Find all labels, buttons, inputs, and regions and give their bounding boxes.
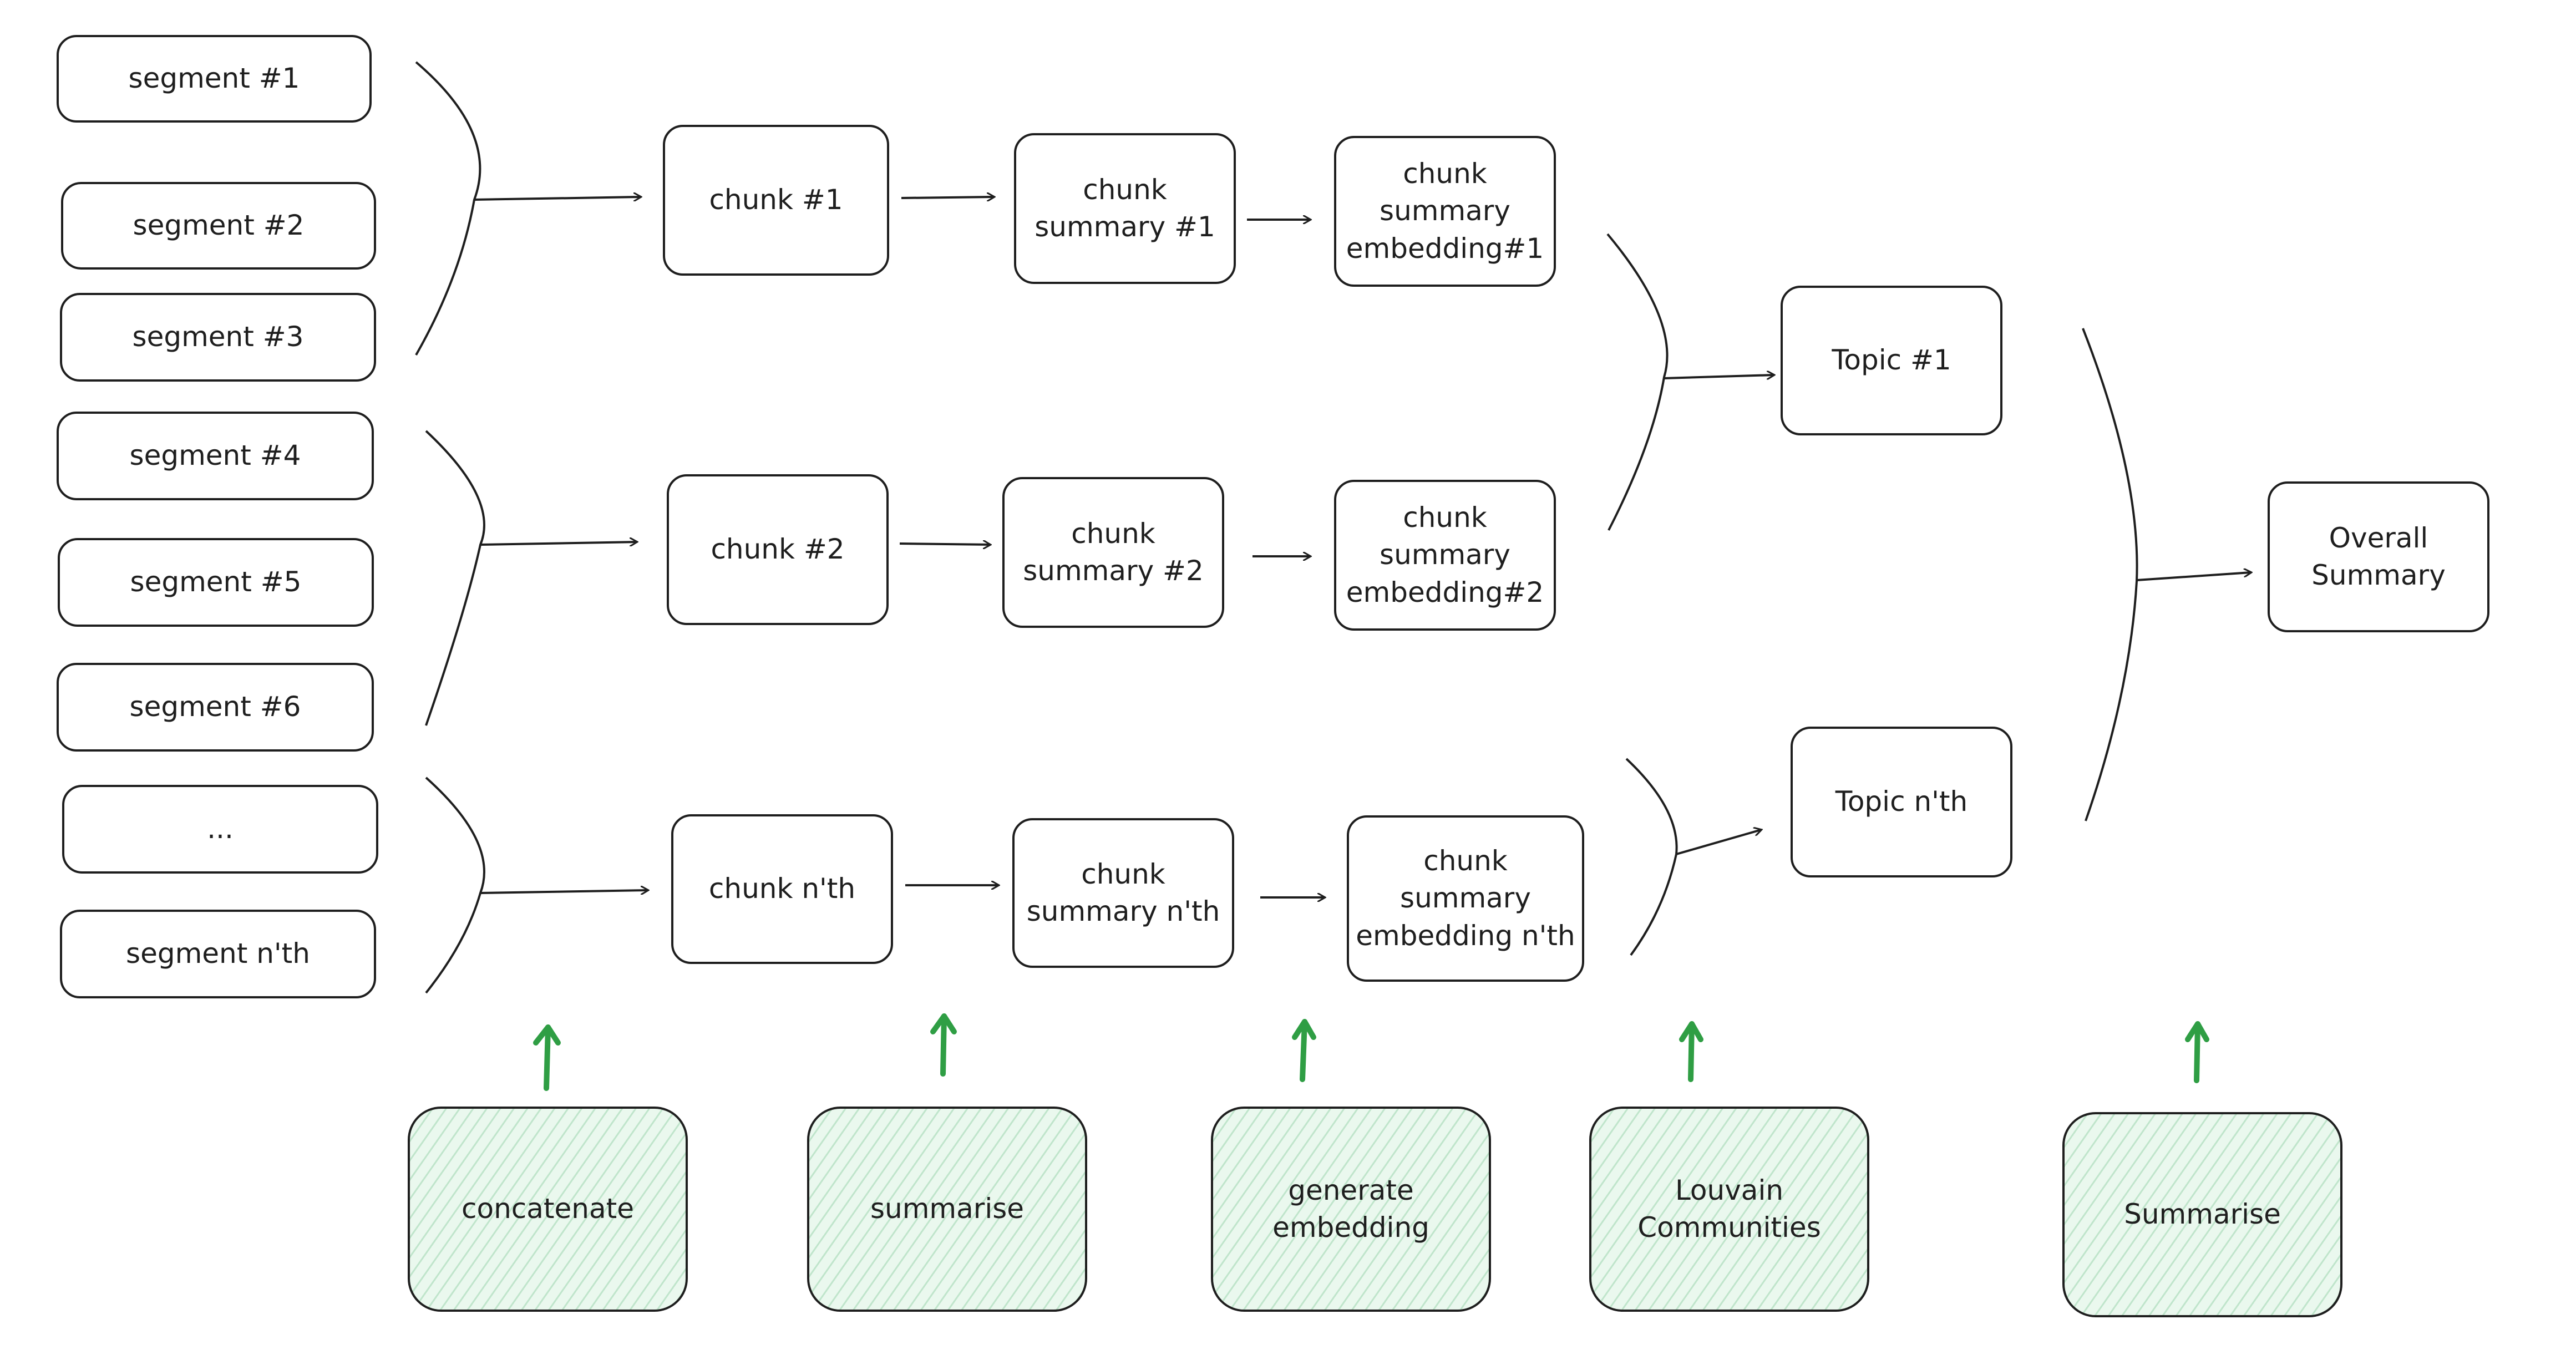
op-summarise-overall-label: Summarise xyxy=(2124,1198,2281,1231)
chunk-label: chunk #1 xyxy=(709,184,843,216)
segment-box: segment #4 xyxy=(57,412,374,500)
segment-label: segment #3 xyxy=(132,321,304,353)
segment-label: segment n'th xyxy=(126,937,310,970)
segment-box: segment #1 xyxy=(57,35,372,123)
op-summarise-label: summarise xyxy=(870,1193,1025,1225)
segment-box: segment #3 xyxy=(60,293,376,382)
embedding-label: chunk summary embedding#1 xyxy=(1346,157,1544,265)
op-summarise-overall-box: Summarise xyxy=(2062,1112,2342,1317)
topic-box: Topic #1 xyxy=(1781,286,2002,435)
op-arrow-concatenate xyxy=(533,1024,561,1091)
brace-segments-2 xyxy=(425,430,485,726)
chunk-summary-label: chunk summary n'th xyxy=(1026,857,1220,928)
op-arrow-summarise xyxy=(930,1013,957,1077)
chunk-box: chunk #2 xyxy=(667,474,889,625)
segment-box: segment #2 xyxy=(61,182,376,270)
op-arrow-louvain xyxy=(1679,1021,1703,1082)
arrow-chunk-summary-2 xyxy=(899,544,990,545)
arrow-to-chunk-3 xyxy=(480,890,648,893)
op-louvain-box: Louvain Communities xyxy=(1589,1107,1869,1312)
op-generate-embedding-box: generate embedding xyxy=(1211,1107,1491,1312)
chunk-label: chunk #2 xyxy=(711,533,845,566)
arrow-to-chunk-1 xyxy=(474,197,641,200)
op-arrow-summarise-overall xyxy=(2185,1021,2209,1083)
embedding-box: chunk summary embedding#1 xyxy=(1334,136,1556,287)
topic-label: Topic n'th xyxy=(1835,785,1968,818)
op-generate-embedding-label: generate embedding xyxy=(1272,1174,1429,1244)
topic-label: Topic #1 xyxy=(1832,344,1951,377)
arrow-to-chunk-2 xyxy=(480,542,637,545)
embedding-label: chunk summary embedding n'th xyxy=(1356,844,1575,952)
segment-label: ... xyxy=(207,813,234,845)
chunk-box: chunk #1 xyxy=(663,125,889,276)
segment-label: segment #5 xyxy=(130,566,302,598)
segment-label: segment #2 xyxy=(133,209,305,242)
overall-summary-label: Overall Summary xyxy=(2311,521,2446,592)
segment-box: segment n'th xyxy=(60,910,376,998)
op-concatenate-box: concatenate xyxy=(408,1107,688,1312)
chunk-box: chunk n'th xyxy=(671,814,893,964)
arrow-to-overall xyxy=(2136,572,2251,581)
chunk-label: chunk n'th xyxy=(708,872,856,905)
overall-summary-box: Overall Summary xyxy=(2268,481,2489,632)
op-arrow-generate-embedding xyxy=(1292,1019,1316,1082)
op-louvain-label: Louvain Communities xyxy=(1637,1174,1821,1244)
brace-segments-1 xyxy=(415,61,481,356)
embedding-box: chunk summary embedding n'th xyxy=(1347,815,1584,982)
segment-label: segment #4 xyxy=(129,439,301,472)
embedding-label: chunk summary embedding#2 xyxy=(1346,501,1544,608)
chunk-summary-box: chunk summary n'th xyxy=(1012,818,1234,968)
chunk-summary-box: chunk summary #2 xyxy=(1002,477,1224,628)
brace-topic-1 xyxy=(1606,233,1669,531)
embedding-box: chunk summary embedding#2 xyxy=(1334,480,1556,631)
segment-box: segment #5 xyxy=(58,538,374,627)
arrow-to-topic-1 xyxy=(1664,375,1774,378)
arrow-to-topic-n xyxy=(1676,830,1761,855)
brace-overall xyxy=(2082,328,2138,821)
brace-segments-3 xyxy=(425,777,485,994)
segment-label: segment #6 xyxy=(129,691,301,723)
chunk-summary-label: chunk summary #1 xyxy=(1035,173,1215,243)
op-summarise-box: summarise xyxy=(807,1107,1087,1312)
arrow-chunk-summary-1 xyxy=(901,197,994,198)
topic-box: Topic n'th xyxy=(1791,727,2012,877)
op-concatenate-label: concatenate xyxy=(462,1193,634,1225)
segment-box: ... xyxy=(62,785,378,874)
segment-label: segment #1 xyxy=(128,62,300,95)
chunk-summary-label: chunk summary #2 xyxy=(1023,517,1204,587)
segment-box: segment #6 xyxy=(57,663,374,752)
chunk-summary-box: chunk summary #1 xyxy=(1014,133,1236,284)
brace-topic-n xyxy=(1625,758,1678,956)
